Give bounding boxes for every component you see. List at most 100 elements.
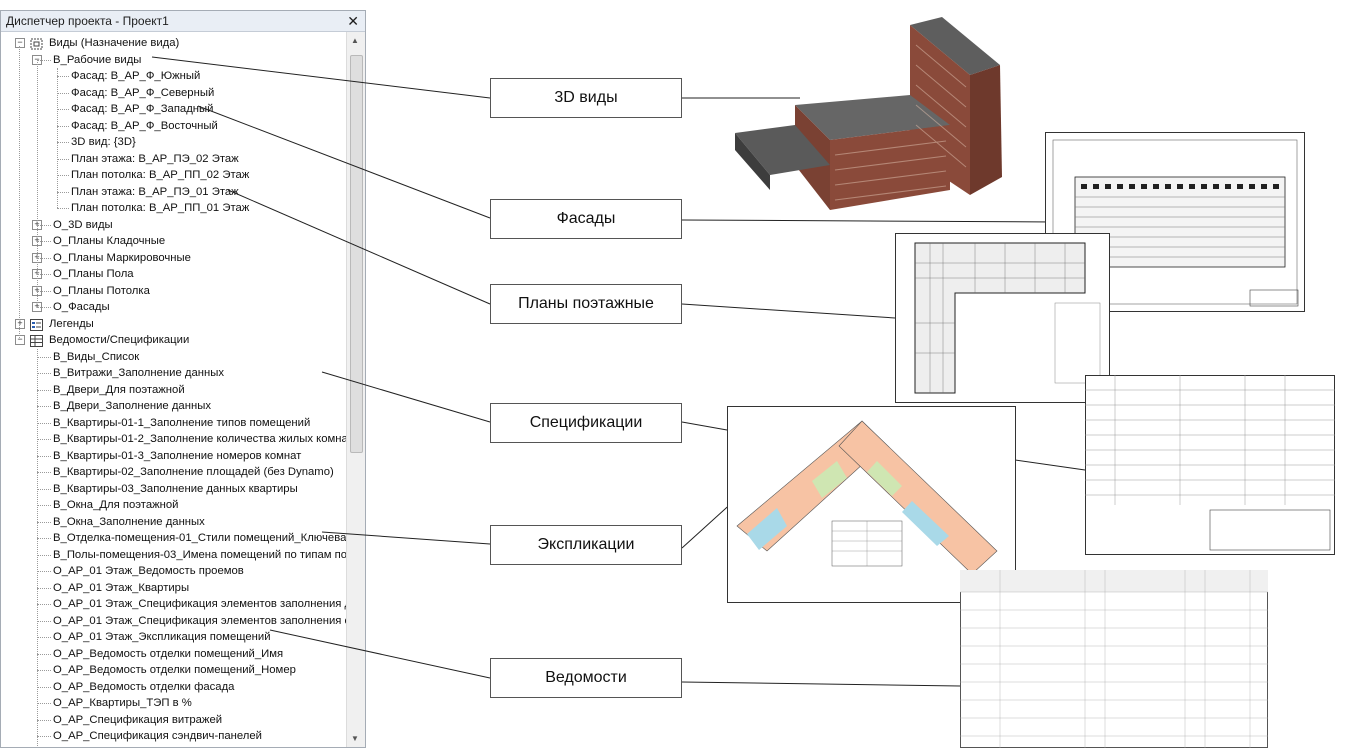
tree-item[interactable]: План этажа: В_АР_ПЭ_01 Этаж <box>71 184 239 200</box>
tree-item-label: О_АР_Квартиры_ТЭП в % <box>53 697 192 709</box>
tree-item[interactable]: О_Планы Потолка <box>53 283 150 299</box>
tree-item-label: О_Планы Пола <box>53 268 134 280</box>
tree-item[interactable]: О_АР_Ведомость отделки фасада <box>53 679 234 695</box>
tree-item[interactable]: Фасад: В_АР_Ф_Западный <box>71 101 213 117</box>
tree-item-label: План этажа: В_АР_ПЭ_01 Этаж <box>71 185 239 198</box>
tree-item[interactable]: В_Виды_Список <box>53 349 139 365</box>
collapse-icon[interactable]: − <box>15 38 25 48</box>
tree-item[interactable]: Виды (Назначение вида) <box>49 35 179 51</box>
tree-item[interactable]: О_АР_01 Этаж_Спецификация элементов запо… <box>53 613 346 629</box>
tree-item[interactable]: В_Квартиры-03_Заполнение данных квартиры <box>53 481 298 497</box>
tree-guide-line <box>37 348 38 747</box>
tree-item[interactable]: О_Планы Пола <box>53 266 134 282</box>
tree-item[interactable]: В_Рабочие виды <box>53 52 141 68</box>
tree-item[interactable]: В_Квартиры-02_Заполнение площадей (без D… <box>53 464 334 480</box>
tree-item[interactable]: О_Планы Кладочные <box>53 233 165 249</box>
tree-connector <box>37 653 51 655</box>
tree-guide-line <box>57 68 58 208</box>
specification-sheet-image <box>1085 375 1335 555</box>
tree-connector <box>37 373 51 374</box>
tree-item[interactable]: Фасад: В_АР_Ф_Северный <box>71 85 214 101</box>
tree-item-label: О_АР_01 Этаж_Экспликация помещений <box>53 631 271 643</box>
tree-item[interactable]: 3D вид: {3D} <box>71 134 136 150</box>
floor-plan-drawing-image <box>895 233 1110 403</box>
tree-item[interactable]: План потолка: В_АР_ПП_01 Этаж <box>71 200 249 216</box>
line-explic-right <box>681 499 736 549</box>
tree-item[interactable]: В_Двери_Заполнение данных <box>53 398 211 414</box>
close-icon[interactable]: ✕ <box>347 13 359 29</box>
tree-item[interactable]: Ведомости/Спецификации <box>49 332 189 348</box>
tree-item[interactable]: О_АР_Ведомость отделки помещений_Имя <box>53 646 283 662</box>
tree-item-label: О_АР_01 Этаж_Квартиры <box>53 581 190 594</box>
tree-connector <box>37 455 51 457</box>
line-explic-left <box>321 531 491 545</box>
tree-item[interactable]: План потолка: В_АР_ПП_02 Этаж <box>71 167 249 183</box>
tree-connector <box>37 389 51 391</box>
schedule-icon <box>30 334 43 347</box>
tree-item-label: Фасад: В_АР_Ф_Южный <box>71 70 201 82</box>
tree-connector <box>37 488 51 490</box>
tree-item-label: Виды (Назначение вида) <box>49 37 180 49</box>
vertical-scrollbar[interactable]: ▲ ▼ <box>346 32 365 747</box>
tree-item-label: План потолка: В_АР_ПП_02 Этаж <box>71 169 250 181</box>
tree-item[interactable]: План этажа: В_АР_ПЭ_02 Этаж <box>71 151 239 167</box>
tree-item[interactable]: В_Двери_Для поэтажной <box>53 382 185 398</box>
tree-connector <box>37 241 51 242</box>
tree-item-label: О_АР_01 Этаж_Спецификация элементов запо… <box>53 598 346 610</box>
tree-item[interactable]: О_Планы Маркировочные <box>53 250 191 266</box>
tree-connector <box>37 439 51 440</box>
tree-item[interactable]: Фасад: В_АР_Ф_Южный <box>71 68 200 84</box>
tree-item-label: Фасад: В_АР_Ф_Восточный <box>71 119 218 132</box>
tree-connector <box>57 92 69 94</box>
tree-connector <box>37 736 51 737</box>
tree-connector <box>57 76 69 77</box>
tree-item-label: Фасад: В_АР_Ф_Северный <box>71 86 215 99</box>
scroll-down-arrow-icon[interactable]: ▼ <box>351 734 359 743</box>
tree-item[interactable]: О_АР_01 Этаж_Квартиры <box>53 580 189 596</box>
tree-item[interactable]: В_Окна_Заполнение данных <box>53 514 205 530</box>
tree-item[interactable]: В_Полы-помещения-03_Имена помещений по т… <box>53 547 346 563</box>
views-icon <box>30 37 43 50</box>
tree-item-label: О_Планы Маркировочные <box>53 251 191 264</box>
tree-guide-line <box>37 59 38 307</box>
tree-connector <box>37 307 51 308</box>
tree-item-label: В_Квартиры-02_Заполнение площадей (без D… <box>53 466 334 478</box>
tree-item[interactable]: В_Окна_Для поэтажной <box>53 497 179 513</box>
tree-connector <box>37 406 51 407</box>
line-statements-left <box>269 629 491 679</box>
tree-item[interactable]: В_Квартиры-01-3_Заполнение номеров комна… <box>53 448 301 464</box>
line-plans-left <box>227 189 491 305</box>
line-facades-right <box>681 219 1056 223</box>
tree-item[interactable]: В_Отделка-помещения-01_Стили помещений_К… <box>53 530 346 546</box>
tree-item[interactable]: О_АР_Спецификация сэндвич-панелей <box>53 728 262 744</box>
tree-item-label: В_Отделка-помещения-01_Стили помещений_К… <box>53 532 346 544</box>
tree-connector <box>37 571 51 572</box>
scrollbar-thumb[interactable] <box>350 55 363 453</box>
tree-item[interactable]: В_Квартиры-01-2_Заполнение количества жи… <box>53 431 346 447</box>
tree-item[interactable]: В_Витражи_Заполнение данных <box>53 365 224 381</box>
callout-3d-views: 3D виды <box>490 78 682 118</box>
tree-item[interactable]: О_АР_Спецификация витражей <box>53 712 222 728</box>
tree-item[interactable]: О_Фасады <box>53 299 110 315</box>
tree-connector <box>37 521 51 523</box>
callout-floor-plans: Планы поэтажные <box>490 284 682 324</box>
tree-item-label: В_Полы-помещения-03_Имена помещений по т… <box>53 548 346 561</box>
tree-connector <box>37 554 51 556</box>
tree-item[interactable]: Фасад: В_АР_Ф_Восточный <box>71 118 218 134</box>
callout-explications: Экспликации <box>490 525 682 565</box>
tree-item[interactable]: О_АР_Ведомость отделки помещений_Номер <box>53 662 296 678</box>
tree-guide-line <box>19 46 20 340</box>
tree-item[interactable]: О_АР_01 Этаж_Ведомость проемов <box>53 563 244 579</box>
legend-icon <box>30 318 43 331</box>
tree-item[interactable]: В_Квартиры-01-1_Заполнение типов помещен… <box>53 415 310 431</box>
tree-item[interactable]: Легенды <box>49 316 94 332</box>
tree-item-label: О_АР_Спецификация витражей <box>53 713 223 726</box>
tree-item[interactable]: О_3D виды <box>53 217 113 233</box>
tree-connector <box>57 158 69 160</box>
tree-item[interactable]: О_АР_Квартиры_ТЭП в % <box>53 695 192 711</box>
tree-item[interactable]: О_АР_01 Этаж_Спецификация элементов запо… <box>53 596 346 612</box>
tree-item-label: О_АР_Спецификация сэндвич-панелей <box>53 730 262 742</box>
scroll-up-arrow-icon[interactable]: ▲ <box>351 36 359 45</box>
tree-item[interactable]: О_АР_01 Этаж_Экспликация помещений <box>53 629 271 645</box>
